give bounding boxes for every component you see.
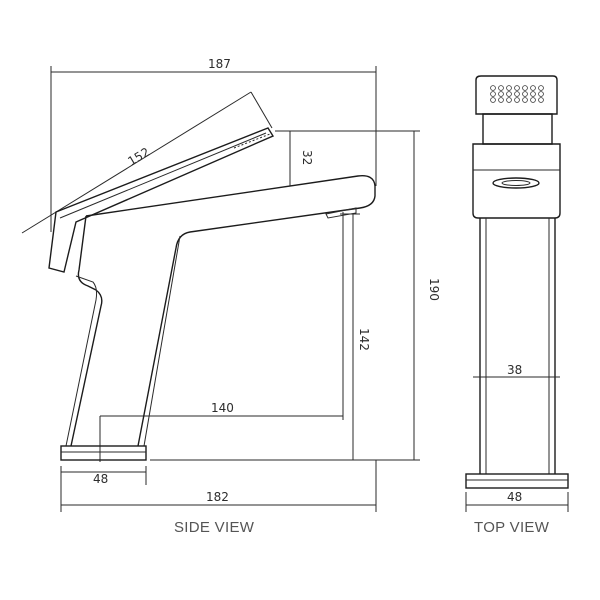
side-view-caption: SIDE VIEW: [174, 519, 255, 536]
dim-152-label: 152: [125, 145, 152, 169]
dim-38-label: 38: [507, 363, 522, 377]
top-view-caption: TOP VIEW: [474, 519, 550, 536]
dim-142-label: 142: [357, 328, 371, 351]
dim-lever-drop: 32: [275, 130, 314, 186]
dim-48-top-label: 48: [507, 490, 522, 504]
dim-base-width: 48: [60, 466, 147, 486]
dim-base-length: 182: [60, 460, 377, 512]
dim-body-width: 38: [473, 363, 560, 378]
dim-overall-width: 187: [50, 57, 377, 232]
dim-182-label: 182: [206, 490, 229, 504]
dim-spout-reach: 140: [99, 212, 344, 462]
dim-48-side-label: 48: [93, 472, 108, 486]
vent-grid: [490, 85, 544, 103]
dim-total-height: 190: [150, 130, 441, 461]
faucet-top-outline: [465, 75, 569, 489]
dim-190-label: 190: [427, 278, 441, 301]
faucet-side-outline: [48, 127, 376, 461]
dim-lever-length: 152: [21, 91, 273, 234]
dim-187-label: 187: [208, 57, 231, 71]
top-view: 38 48 TOP VIEW: [465, 75, 569, 536]
side-view: 187 152 32 190 142: [21, 57, 441, 536]
dim-top-base-width: 48: [465, 490, 569, 512]
dim-140-label: 140: [211, 401, 234, 415]
dim-32-label: 32: [300, 150, 314, 165]
dim-spout-height: 142: [340, 213, 371, 460]
